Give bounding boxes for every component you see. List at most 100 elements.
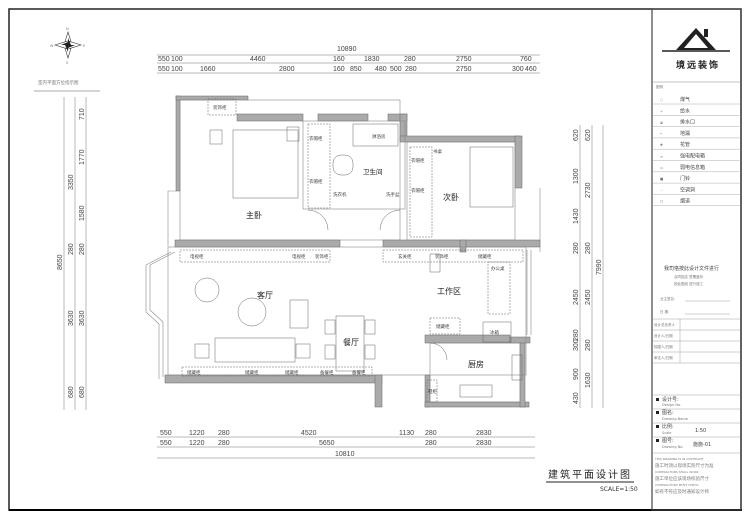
furniture-shapes xyxy=(179,98,524,403)
svg-text:衣帽柜: 衣帽柜 xyxy=(411,187,425,194)
svg-text:施工单位应该现场校验尺寸: 施工单位应该现场校验尺寸 xyxy=(655,475,709,482)
room-second-bedroom: 次卧 xyxy=(443,192,459,202)
room-bathroom: 卫生间 xyxy=(363,167,383,176)
svg-text:设计号:: 设计号: xyxy=(662,396,679,403)
svg-text:680: 680 xyxy=(68,386,75,398)
svg-text:4460: 4460 xyxy=(250,56,266,63)
legend-symbol-icon: ▭ xyxy=(660,166,663,170)
svg-text:储藏柜: 储藏柜 xyxy=(285,369,299,376)
svg-text:550: 550 xyxy=(158,56,170,63)
svg-text:280: 280 xyxy=(573,242,580,254)
legend-symbol-icon: + xyxy=(660,109,663,113)
svg-text:280: 280 xyxy=(68,243,75,255)
svg-text:我司恪按此设计文件进行: 我司恪按此设计文件进行 xyxy=(664,265,719,272)
approval-table xyxy=(652,318,741,364)
svg-text:710: 710 xyxy=(79,108,86,120)
svg-text:280: 280 xyxy=(218,430,230,437)
svg-text:160: 160 xyxy=(333,66,345,73)
svg-text:1630: 1630 xyxy=(585,372,592,388)
svg-text:280: 280 xyxy=(573,329,580,341)
svg-text:装饰柜: 装饰柜 xyxy=(315,253,329,260)
svg-text:550: 550 xyxy=(160,430,172,437)
svg-text:图名:: 图名: xyxy=(662,409,674,416)
svg-text:550: 550 xyxy=(158,66,170,73)
svg-text:储藏柜: 储藏柜 xyxy=(478,253,492,260)
legend-label: 给水 xyxy=(680,107,690,114)
svg-text:W: W xyxy=(50,44,54,48)
window-lines xyxy=(145,99,541,403)
svg-text:7990: 7990 xyxy=(596,259,603,275)
svg-text:校图人/日期: 校图人/日期 xyxy=(654,344,673,349)
svg-text:280: 280 xyxy=(218,440,230,447)
drawing-frame xyxy=(8,8,742,511)
svg-text:2830: 2830 xyxy=(476,430,492,437)
legend-symbol-icon: ⋯ xyxy=(660,188,664,192)
legend-symbol-icon: • xyxy=(660,132,662,136)
svg-text:300: 300 xyxy=(573,339,580,351)
svg-text:审定人/日期: 审定人/日期 xyxy=(654,355,673,360)
svg-text:N: N xyxy=(66,27,69,31)
svg-text:280: 280 xyxy=(425,440,437,447)
svg-text:2450: 2450 xyxy=(585,289,592,305)
approval-roles: 设计总负责人 设计人/日期 校图人/日期 审定人/日期 xyxy=(654,322,675,360)
svg-text:1300: 1300 xyxy=(573,168,580,184)
top-dimensions xyxy=(157,54,540,74)
dim-bottom-total: 10810 xyxy=(335,451,355,458)
svg-text:1580: 1580 xyxy=(79,205,86,221)
svg-text:2830: 2830 xyxy=(476,440,492,447)
svg-text:Scale: Scale xyxy=(662,431,671,435)
svg-text:2800: 2800 xyxy=(279,66,295,73)
svg-text:550: 550 xyxy=(160,440,172,447)
svg-text:160: 160 xyxy=(333,56,345,63)
svg-text:洗手盆: 洗手盆 xyxy=(386,191,400,198)
room-master-bedroom: 主卧 xyxy=(246,210,262,220)
svg-text:680: 680 xyxy=(79,386,86,398)
room-work-area: 工作区 xyxy=(437,286,461,296)
svg-text:8650: 8650 xyxy=(57,254,64,270)
svg-text:280: 280 xyxy=(79,243,86,255)
svg-text:1220: 1220 xyxy=(189,440,205,447)
legend-symbol-icon: ▭ xyxy=(660,155,663,159)
svg-text:衣帽柜: 衣帽柜 xyxy=(411,157,425,164)
legend-label: 强电配电箱 xyxy=(680,153,705,160)
legend-label: 门铃 xyxy=(680,175,690,182)
legend-symbol-icon: ○ xyxy=(660,98,663,102)
svg-text:装饰柜: 装饰柜 xyxy=(435,253,449,260)
dim-top-total: 10890 xyxy=(337,46,357,53)
legend-label: 地漏 xyxy=(680,130,690,137)
svg-text:900: 900 xyxy=(573,368,580,380)
drawing-info: 设计号:Design No. 图名:Drawing Name 比例:Scale … xyxy=(652,394,741,454)
svg-text:500: 500 xyxy=(390,66,402,73)
svg-text:1770: 1770 xyxy=(79,149,86,165)
svg-text:淋浴房: 淋浴房 xyxy=(372,133,386,140)
svg-text:施工时须以现场实际尺寸为准: 施工时须以现场实际尺寸为准 xyxy=(655,462,714,469)
furniture-labels: 装饰柜 衣帽柜 衣帽柜 淋浴房 洗衣机 洗手盆 书桌 衣帽柜 衣帽柜 电视柜 电… xyxy=(187,104,505,395)
legend-label: 弱电信息箱 xyxy=(680,164,705,171)
svg-text:5650: 5650 xyxy=(319,440,335,447)
svg-text:4520: 4520 xyxy=(301,430,317,437)
notes: THIS DRAWING IS IN COPYRIGHT 施工时须以现场实际尺寸… xyxy=(654,457,714,495)
svg-text:比例:: 比例: xyxy=(662,423,674,430)
svg-text:2750: 2750 xyxy=(456,66,472,73)
svg-text:CONTRACTORS MUST CHECK: CONTRACTORS MUST CHECK xyxy=(655,483,700,487)
svg-text:鞋柜: 鞋柜 xyxy=(428,388,437,395)
svg-text:图号:: 图号: xyxy=(662,438,674,444)
compass-icon: N S E W xyxy=(50,27,85,65)
room-living: 客厅 xyxy=(257,290,273,300)
svg-text:E: E xyxy=(83,44,85,48)
svg-text:Drawing No.: Drawing No. xyxy=(662,445,683,449)
svg-text:480: 480 xyxy=(375,66,387,73)
svg-text:1130: 1130 xyxy=(399,430,414,437)
svg-text:洗衣机: 洗衣机 xyxy=(333,191,347,198)
scale-label: SCALE=1:50 xyxy=(600,486,638,493)
svg-text:1430: 1430 xyxy=(573,208,580,224)
dim-bottom-row2: 550 1220 280 5650 280 2830 xyxy=(160,440,492,447)
svg-text:280: 280 xyxy=(405,66,417,73)
svg-text:850: 850 xyxy=(350,66,362,73)
legend-label: 烟道 xyxy=(680,198,690,205)
svg-text:衣帽柜: 衣帽柜 xyxy=(309,178,323,185)
svg-text:设计总负责人: 设计总负责人 xyxy=(654,322,675,327)
legend-label: 花管 xyxy=(680,141,690,148)
svg-text:620: 620 xyxy=(585,129,592,141)
